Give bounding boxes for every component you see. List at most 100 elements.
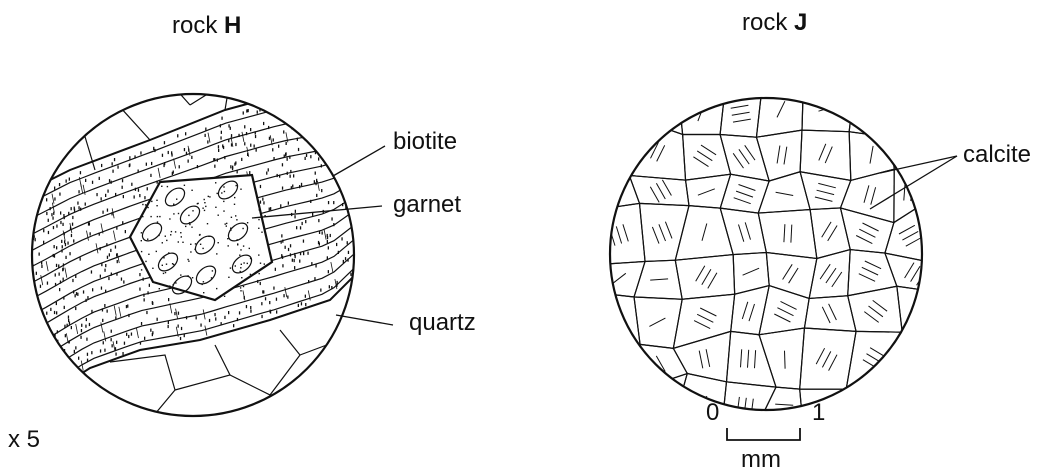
cleavage-trace xyxy=(781,301,797,309)
biotite-flake xyxy=(288,103,289,106)
garnet-speck xyxy=(178,241,179,242)
biotite-flake xyxy=(116,273,117,276)
biotite-flake xyxy=(320,289,321,292)
garnet-speck xyxy=(230,267,231,268)
calcite-grain xyxy=(936,43,981,91)
biotite-flake xyxy=(34,309,35,312)
biotite-flake xyxy=(330,234,331,237)
biotite-flake xyxy=(257,111,258,114)
biotite-flake xyxy=(126,305,127,308)
biotite-flake xyxy=(355,109,356,112)
biotite-flake xyxy=(107,256,108,259)
biotite-flake xyxy=(24,262,25,265)
cleavage-trace xyxy=(869,435,876,452)
garnet-speck xyxy=(215,182,216,183)
cleavage-trace xyxy=(696,266,705,282)
biotite-flake xyxy=(115,193,116,196)
biotite-flake xyxy=(99,233,100,236)
garnet-speck xyxy=(150,216,151,217)
cleavage-trace xyxy=(697,314,713,322)
garnet-speck xyxy=(236,219,237,220)
biotite-flake xyxy=(329,285,330,288)
biotite-flake xyxy=(318,157,319,160)
garnet-speck xyxy=(204,199,205,200)
biotite-flake xyxy=(354,91,355,94)
calcite-grain xyxy=(634,418,682,472)
biotite-flake xyxy=(301,131,302,134)
cleavage-trace xyxy=(952,277,966,288)
biotite-flake xyxy=(310,155,311,158)
garnet-speck xyxy=(227,238,228,239)
biotite-flake xyxy=(186,152,187,155)
biotite-flake xyxy=(184,334,185,337)
garnet-speck xyxy=(162,242,163,243)
biotite-flake xyxy=(72,279,73,282)
biotite-flake xyxy=(111,338,112,341)
quartz-grain-boundary xyxy=(230,375,270,420)
grain-boundary-tick xyxy=(28,348,30,358)
biotite-flake xyxy=(284,155,285,158)
biotite-flake xyxy=(196,316,197,319)
biotite-flake xyxy=(100,349,101,352)
biotite-flake xyxy=(296,226,297,229)
biotite-flake xyxy=(87,353,88,356)
cleavage-trace xyxy=(948,179,951,197)
cleavage-trace xyxy=(940,232,958,235)
quartz-grain-boundary xyxy=(230,80,260,95)
cleavage-trace xyxy=(826,268,836,283)
garnet-speck xyxy=(176,199,177,200)
biotite-flake xyxy=(34,343,35,346)
biotite-flake xyxy=(292,185,293,188)
biotite-flake xyxy=(282,264,283,267)
biotite-flake xyxy=(53,212,54,215)
garnet-speck xyxy=(145,204,146,205)
biotite-flake xyxy=(188,160,189,163)
grain-boundary-tick xyxy=(50,360,52,370)
biotite-flake xyxy=(147,187,148,190)
biotite-flake xyxy=(279,175,280,178)
biotite-flake xyxy=(109,253,110,256)
biotite-flake xyxy=(286,142,287,145)
biotite-flake xyxy=(288,202,289,205)
calcite-grain xyxy=(590,160,639,210)
biotite-flake xyxy=(46,212,47,215)
biotite-flake xyxy=(54,197,55,200)
biotite-flake xyxy=(43,337,44,340)
biotite-flake xyxy=(349,151,350,154)
biotite-flake xyxy=(31,275,32,278)
garnet-speck xyxy=(259,209,260,210)
biotite-flake xyxy=(305,157,306,160)
biotite-flake xyxy=(351,90,352,93)
biotite-flake xyxy=(61,240,62,243)
cleavage-trace xyxy=(859,274,875,282)
cleavage-trace xyxy=(612,360,630,363)
biotite-flake xyxy=(257,280,258,283)
biotite-flake xyxy=(350,273,351,276)
biotite-flake xyxy=(60,359,61,362)
biotite-flake xyxy=(32,365,33,368)
biotite-flake xyxy=(60,281,61,284)
biotite-flake xyxy=(80,208,81,211)
cleavage-trace xyxy=(776,192,794,195)
cleavage-trace xyxy=(922,301,923,319)
biotite-flake xyxy=(151,162,152,165)
biotite-flake xyxy=(139,288,140,291)
cleavage-trace xyxy=(912,143,917,160)
cleavage-trace xyxy=(863,56,878,66)
cleavage-trace xyxy=(623,224,628,241)
biotite-flake xyxy=(180,337,181,340)
garnet-label: garnet xyxy=(393,191,461,218)
biotite-flake xyxy=(281,234,282,237)
calcite-grain xyxy=(766,252,817,298)
biotite-flake xyxy=(320,103,321,106)
calcite-grain xyxy=(591,117,633,175)
cleavage-trace xyxy=(657,145,665,161)
biotite-flake xyxy=(168,325,169,328)
biotite-flake xyxy=(348,119,349,122)
biotite-flake xyxy=(116,341,117,344)
quartz-leader-line xyxy=(336,315,393,325)
calcite-grain xyxy=(809,250,850,299)
garnet-speck xyxy=(159,216,160,217)
calcite-grain xyxy=(599,45,651,86)
biotite-flake xyxy=(144,337,145,340)
